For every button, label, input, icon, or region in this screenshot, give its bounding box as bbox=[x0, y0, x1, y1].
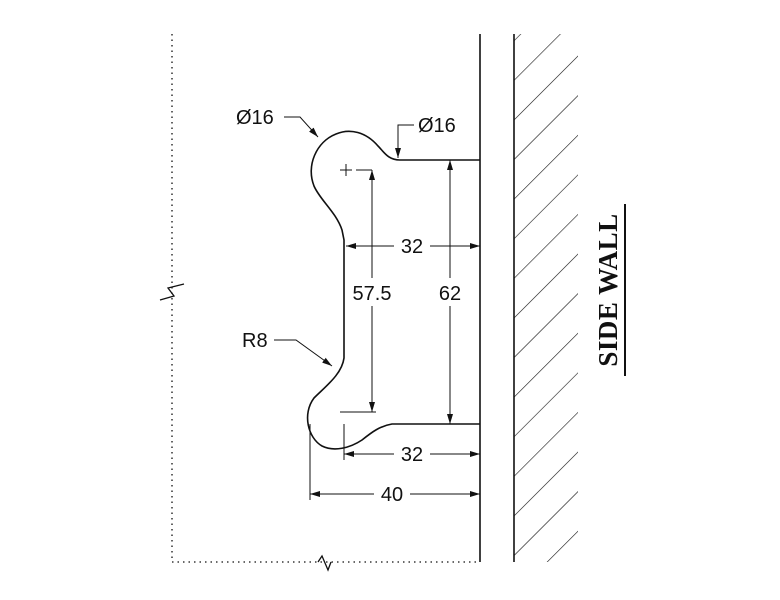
wall-hatching bbox=[514, 34, 578, 562]
dim-label-57-5: 57.5 bbox=[353, 283, 392, 305]
hinge-profile bbox=[306, 130, 480, 450]
dim-label-32-bottom: 32 bbox=[401, 444, 423, 466]
side-wall-text: SIDE WALL bbox=[593, 213, 623, 366]
dim-label-32-top: 32 bbox=[401, 236, 423, 258]
leader-diameter-top-right bbox=[395, 124, 414, 158]
callout-diameter-top-left: Ø16 bbox=[236, 107, 274, 129]
break-symbol-left bbox=[159, 283, 185, 301]
dim-label-40: 40 bbox=[381, 484, 403, 506]
break-symbol-bottom bbox=[317, 554, 332, 572]
center-marks bbox=[340, 164, 376, 413]
callout-diameter-top-right: Ø16 bbox=[418, 115, 456, 137]
leader-diameter-top-left bbox=[284, 116, 319, 138]
glass-outline bbox=[159, 34, 480, 572]
leader-radius bbox=[274, 339, 333, 367]
callout-radius: R8 bbox=[242, 330, 268, 352]
dim-label-62: 62 bbox=[439, 283, 461, 305]
side-wall bbox=[479, 34, 578, 562]
side-wall-label: SIDE WALL bbox=[593, 204, 626, 376]
